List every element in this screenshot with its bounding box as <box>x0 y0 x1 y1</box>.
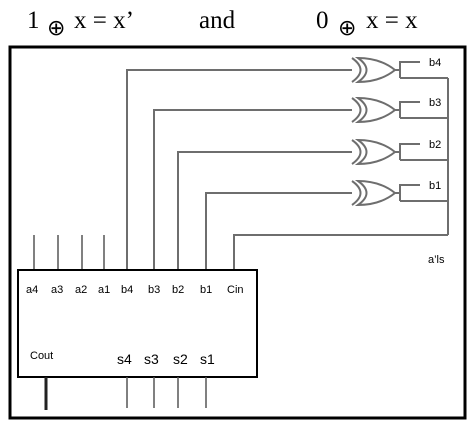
pin-label-a1: a1 <box>98 284 110 296</box>
xor-gate-b3: b3 <box>351 96 441 124</box>
xor-gate-b1: b1 <box>351 179 441 207</box>
a-input-pins <box>33 235 105 270</box>
control-label: a’ls <box>428 254 445 266</box>
eq-connector: and <box>199 7 236 34</box>
gate-output-label: b3 <box>429 97 441 109</box>
gate-to-adder-wires <box>126 69 355 270</box>
wire-b4 <box>126 69 355 270</box>
pin-label-s2: s2 <box>173 351 188 367</box>
eq-right-rhs: x = x <box>366 7 418 34</box>
eq-left-lhs: 1 <box>27 7 40 34</box>
xor-gate-b4: b4 <box>351 56 441 84</box>
pin-label-b4: b4 <box>121 284 133 296</box>
xor-back-curve <box>351 139 362 165</box>
pin-label-s3: s3 <box>144 351 159 367</box>
xor-back-curve <box>351 97 362 123</box>
gate-output-wire <box>395 101 420 111</box>
eq-left-rhs: x = x’ <box>74 7 134 34</box>
pin-label-b1: b1 <box>200 284 212 296</box>
pin-label-cin: Cin <box>227 284 244 296</box>
adder-box <box>17 269 258 378</box>
xor-body <box>354 96 397 124</box>
xor-body <box>354 179 397 207</box>
gate-output-wire <box>395 143 420 153</box>
wire-b1 <box>205 192 355 270</box>
pin-label-a4: a4 <box>26 284 38 296</box>
gate-output-wire <box>395 61 420 71</box>
gate-output-label: b1 <box>429 180 441 192</box>
xor-symbol-left: ⊕ <box>47 16 65 41</box>
pin-label-b2: b2 <box>172 284 184 296</box>
gate-output-label: b2 <box>429 139 441 151</box>
pin-label-b3: b3 <box>148 284 160 296</box>
pin-label-cout: Cout <box>30 350 53 362</box>
xor-body <box>354 138 397 166</box>
control-line: a’ls <box>233 77 449 270</box>
pin-label-s1: s1 <box>200 351 215 367</box>
adder-block: a4 a3 a2 a1 b4 b3 b2 b1 Cin Cout s4 s3 s… <box>17 269 258 378</box>
eq-right-lhs: 0 <box>316 7 329 34</box>
pin-label-a2: a2 <box>75 284 87 296</box>
wire-cin <box>233 234 448 270</box>
gate-output-wire <box>395 184 420 194</box>
xor-back-curve <box>351 180 362 206</box>
xor-gates: b4 b3 b2 b1 <box>351 56 441 207</box>
pin-label-a3: a3 <box>51 284 63 296</box>
output-pins <box>44 377 207 410</box>
pin-label-s4: s4 <box>117 351 132 367</box>
gate-output-label: b4 <box>429 57 441 69</box>
xor-back-curve <box>351 57 362 83</box>
outer-frame <box>8 45 467 420</box>
wire-b2 <box>177 151 355 270</box>
xor-body <box>354 56 397 84</box>
xor-symbol-right: ⊕ <box>338 16 356 41</box>
wire-b3 <box>153 109 355 270</box>
equation-header: 1 ⊕ x = x’ and 0 ⊕ x = x <box>27 7 418 41</box>
xor-gate-b2: b2 <box>351 138 441 166</box>
